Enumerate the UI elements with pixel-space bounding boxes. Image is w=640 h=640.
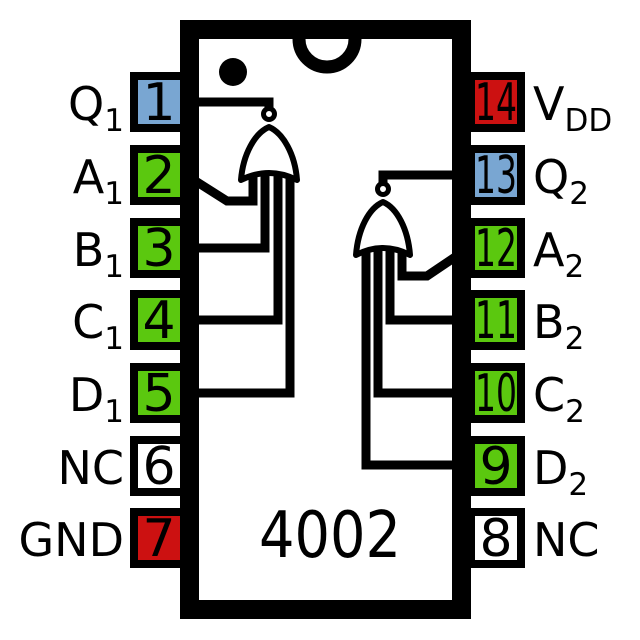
pin-5-label: D1 — [69, 368, 124, 430]
pin-4-label: C1 — [72, 295, 124, 357]
pin-1-label: Q1 — [68, 77, 124, 139]
pin-10-label: C2 — [533, 368, 585, 430]
notch — [292, 38, 362, 74]
pin-13: 13 — [467, 145, 525, 206]
pin-3: 3 — [130, 218, 188, 279]
pin-6-number: 6 — [142, 437, 175, 497]
pin-12-label: A2 — [533, 223, 584, 285]
pin-14-label: VDD — [533, 77, 612, 139]
pin-14-box — [467, 72, 525, 132]
pin-4-box — [130, 290, 188, 350]
pin-9: 9 — [467, 436, 525, 497]
pin-3-number: 3 — [142, 219, 175, 279]
pin-3-box — [130, 218, 188, 278]
pin-5-box — [130, 363, 188, 423]
pin-7-box — [130, 508, 188, 568]
pin-5-number: 5 — [142, 364, 175, 424]
pin-9-box — [467, 436, 525, 496]
pin-7-label: GND — [19, 513, 124, 567]
pin-2-label: A1 — [73, 150, 124, 212]
pin-13-number: 13 — [475, 146, 517, 206]
pin-12: 12 — [467, 218, 525, 279]
pin-11-label: B2 — [533, 295, 584, 357]
pin-1-number: 1 — [142, 73, 175, 133]
pin-11: 11 — [467, 290, 525, 351]
pin-8-number: 8 — [479, 509, 512, 569]
pin-6-box — [130, 436, 188, 496]
pin-9-number: 9 — [479, 437, 512, 497]
pin-11-number: 11 — [475, 291, 517, 351]
pin-1: 1 — [130, 72, 188, 133]
pin-10: 10 — [467, 363, 525, 424]
pin-2: 2 — [130, 145, 188, 206]
pin-14: 14 — [467, 72, 525, 133]
nor-gate-1-bubble — [261, 106, 277, 122]
pin-6-label: NC — [57, 441, 124, 495]
pin-3-label: B1 — [73, 223, 124, 285]
wire-c1 — [186, 168, 283, 325]
pin-1-box — [130, 72, 188, 132]
pin-9-label: D2 — [533, 441, 588, 503]
wire-d2 — [361, 242, 470, 470]
pin-11-box — [467, 290, 525, 350]
pin-10-number: 10 — [475, 364, 517, 424]
wire-d1 — [186, 172, 295, 398]
nor-gate-2-body — [353, 199, 413, 258]
pin-8: 8 — [467, 508, 525, 569]
pin-6: 6 — [130, 436, 188, 497]
part-number: 4002 — [259, 499, 401, 573]
pin-8-label: NC — [533, 513, 600, 567]
pin-12-number: 12 — [475, 219, 517, 279]
pin-5: 5 — [130, 363, 188, 424]
wire-a2 — [397, 243, 473, 281]
pin1-indicator-dot — [219, 58, 247, 86]
nor-gate-1-body — [238, 124, 300, 183]
pin-12-box — [467, 218, 525, 278]
nor-gate-2-bubble — [375, 181, 391, 197]
wire-a1 — [183, 168, 258, 206]
pin-2-box — [130, 145, 188, 205]
pin-7-number: 7 — [142, 509, 175, 569]
pin-14-number: 14 — [475, 73, 517, 133]
pin-4-number: 4 — [142, 291, 175, 351]
pin-2-number: 2 — [142, 146, 175, 206]
wire-c2 — [373, 242, 470, 398]
pin-7: 7 — [130, 508, 188, 569]
wire-b1 — [186, 168, 270, 253]
pin-8-box — [467, 508, 525, 568]
pin-10-box — [467, 363, 525, 423]
pin-13-label: Q2 — [533, 150, 589, 212]
pin-4: 4 — [130, 290, 188, 351]
pin-13-box — [467, 145, 525, 205]
wire-b2 — [385, 246, 470, 325]
